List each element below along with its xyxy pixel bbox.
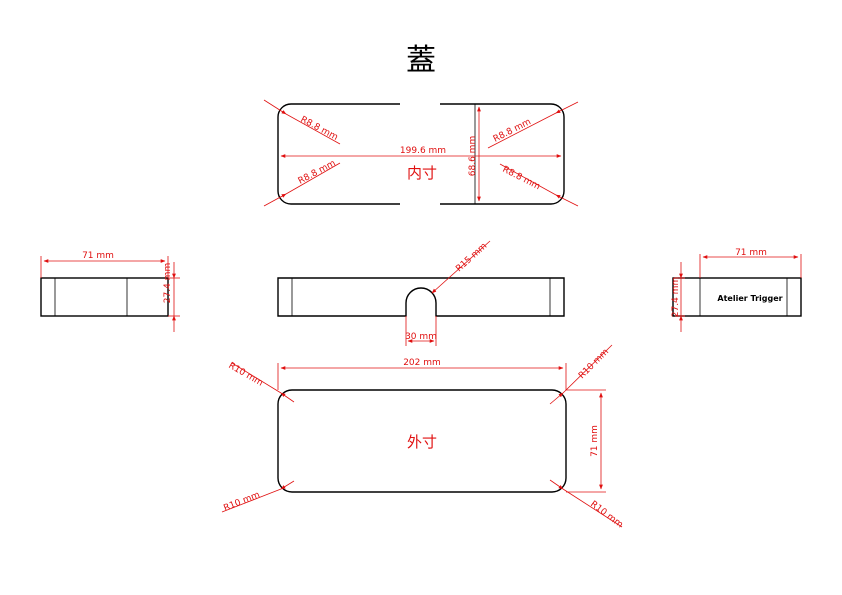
outer-radius-tl-leader xyxy=(231,362,282,394)
outer-radius-top-right: R10 mm xyxy=(577,347,611,381)
outer-outline xyxy=(277,389,567,493)
outer-radius-top-left: R10 mm xyxy=(227,361,265,389)
front-outline xyxy=(277,277,565,317)
notch-radius-label: R15 mm xyxy=(454,241,489,274)
outer-width-label: 202 mm xyxy=(403,358,441,368)
inner-width-label: 199.6 mm xyxy=(400,146,446,156)
inner-radius-bottom-left: R8.8 mm xyxy=(297,159,338,187)
inner-height-label: 68.6 mm xyxy=(468,136,478,176)
left-side-view: 71 mm 27.4 mm xyxy=(40,251,180,332)
inner-radius-top-left: R8.8 mm xyxy=(299,115,340,143)
notch-width-label: 30 mm xyxy=(405,332,437,342)
brand-logo: Atelier Trigger xyxy=(717,294,782,303)
outer-radius-bottom-right: R10 mm xyxy=(588,499,624,530)
outer-view: 202 mm 71 mm R10 mm R10 mm R10 mm R10 mm… xyxy=(221,344,625,530)
right-width-label: 71 mm xyxy=(735,248,767,258)
inner-radius-top-right: R8.8 mm xyxy=(492,117,533,145)
right-side-outline xyxy=(672,277,802,317)
inner-radius-bottom-right: R8.8 mm xyxy=(501,165,542,193)
left-width-label: 71 mm xyxy=(82,251,114,261)
inner-view: 199.6 mm 68.6 mm R8.8 mm R8.8 mm R8.8 mm… xyxy=(263,99,579,207)
front-view: R15 mm 30 mm xyxy=(277,240,565,346)
left-side-outline xyxy=(40,277,169,317)
right-height-label: 27.4 mm xyxy=(671,277,681,317)
left-height-label: 27.4 mm xyxy=(163,263,173,303)
page-title: 蓋 xyxy=(406,43,436,78)
outer-dimension-label: 外寸 xyxy=(407,433,437,451)
right-side-view: 71 mm 27.4 mm Atelier Trigger xyxy=(671,248,802,332)
notch-radius-leader xyxy=(431,240,491,294)
inner-dimension-label: 内寸 xyxy=(407,164,437,182)
outer-radius-bottom-left: R10 mm xyxy=(222,490,261,514)
outer-height-label: 71 mm xyxy=(590,425,600,457)
